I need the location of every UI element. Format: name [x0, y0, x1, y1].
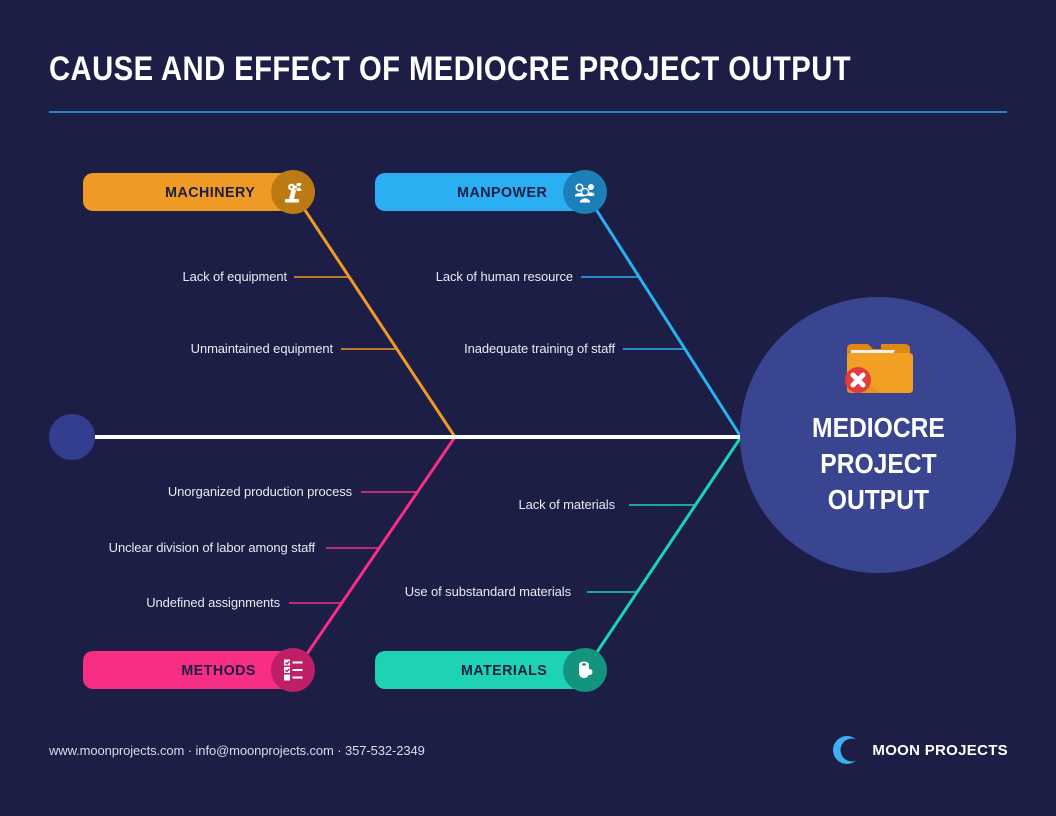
effect-circle: MEDIOCRE PROJECT OUTPUT — [740, 297, 1016, 573]
checklist-icon — [271, 648, 315, 692]
branch-pill-manpower: MANPOWER — [375, 170, 607, 214]
cause-label: Unorganized production process — [167, 484, 352, 499]
moon-logo-icon — [832, 735, 864, 765]
staff-icon — [563, 170, 607, 214]
cause-label: Inadequate training of staff — [464, 341, 615, 356]
manpower-bone-line — [583, 191, 743, 438]
branch-pill-materials: MATERIALS — [375, 648, 607, 692]
brand-lockup: MOON PROJECTS — [832, 735, 1008, 765]
effect-label-line3: OUTPUT — [827, 484, 929, 515]
effect-label-line1: MEDIOCRE — [811, 412, 945, 443]
branch-label-manpower: MANPOWER — [457, 183, 548, 201]
cause-label: Undefined assignments — [146, 595, 280, 610]
cause-label: Unclear division of labor among staff — [108, 540, 315, 555]
broken-folder-icon — [843, 337, 913, 400]
materials-bone-line — [583, 436, 743, 671]
branch-label-materials: MATERIALS — [461, 661, 548, 679]
cause-label: Lack of human resource — [435, 269, 573, 284]
branch-label-machinery: MACHINERY — [165, 183, 256, 201]
cause-label: Lack of equipment — [182, 269, 287, 284]
brand-name: MOON PROJECTS — [872, 741, 1008, 759]
robot-arm-icon — [271, 170, 315, 214]
branch-pill-machinery: MACHINERY — [83, 170, 315, 214]
effect-label-line2: PROJECT — [819, 448, 937, 479]
branch-pill-methods: METHODS — [83, 648, 315, 692]
branch-label-methods: METHODS — [180, 661, 256, 679]
page-title: CAUSE AND EFFECT OF MEDIOCRE PROJECT OUT… — [49, 50, 852, 88]
cause-label: Unmaintained equipment — [190, 341, 333, 356]
spine-head-node — [49, 414, 95, 460]
methods-bone-line — [294, 436, 457, 671]
cause-label: Use of substandard materials — [404, 584, 571, 599]
effect-label: MEDIOCRE PROJECT OUTPUT — [812, 410, 945, 518]
materials-roll-icon — [563, 648, 607, 692]
title-underline — [49, 111, 1007, 113]
cause-label: Lack of materials — [518, 497, 615, 512]
machinery-bone-line — [291, 191, 457, 438]
footer-contact: www.moonprojects.com · info@moonprojects… — [49, 743, 425, 758]
